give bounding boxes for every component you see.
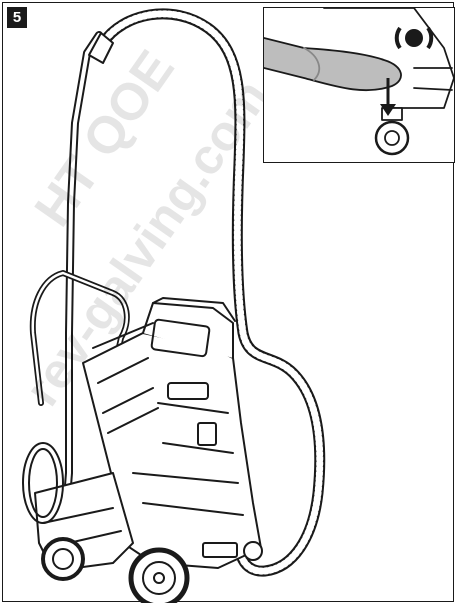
power-cord xyxy=(22,442,64,524)
inset-illustration xyxy=(264,8,454,156)
detail-inset xyxy=(263,7,455,163)
press-down-arrow-icon xyxy=(380,78,396,116)
sound-on-icon xyxy=(394,26,434,50)
caster xyxy=(243,541,263,561)
vacuum-illustration xyxy=(22,8,326,603)
front-wheel xyxy=(41,537,85,581)
inset-caster-wheel xyxy=(374,120,410,156)
step-number-badge: 5 xyxy=(7,7,27,28)
rear-wheel xyxy=(128,547,190,603)
